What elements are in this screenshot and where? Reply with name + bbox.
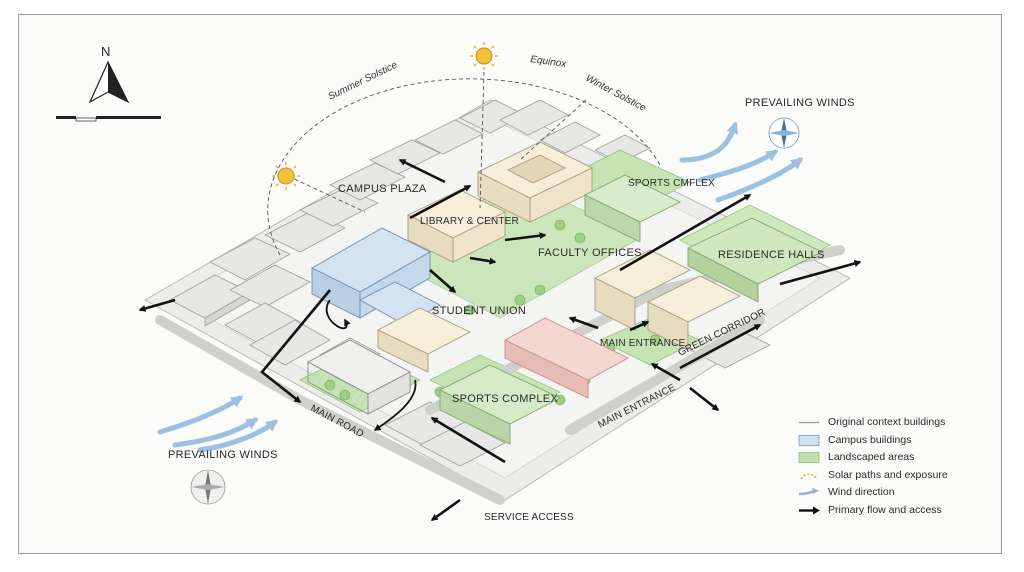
wind-arrows — [157, 121, 804, 453]
label-residence: RESIDENCE HALLS — [718, 249, 825, 261]
main-entrance-building — [504, 317, 629, 399]
residence-halls — [686, 217, 824, 303]
legend-label: Primary flow and access — [828, 503, 942, 516]
legend-label: Landscaped areas — [828, 451, 915, 463]
sun-summer-icon — [271, 161, 301, 191]
legend-item-context: Original context buildings — [794, 414, 984, 432]
primary-flow-arrows — [138, 158, 862, 522]
label-faculty: FACULTY OFFICES — [538, 247, 642, 259]
legend: Original context buildings Campus buildi… — [794, 414, 984, 519]
label-student-union: STUDENT UNION — [432, 305, 526, 317]
legend-item-solar: Solar paths and exposure — [794, 467, 984, 485]
scale-bar — [56, 116, 161, 122]
faculty-blocks — [594, 249, 742, 351]
sun-equinox-icon — [469, 41, 499, 71]
wind-rose-top-icon — [768, 117, 800, 149]
flow-curve-b — [373, 379, 417, 431]
wind-label-top: PREVAILING WINDS — [745, 97, 855, 109]
legend-item-campus: Campus buildings — [794, 432, 984, 450]
sports-complex-north — [583, 174, 682, 243]
solar-dash-icon — [800, 472, 818, 480]
winter-solstice-label: Winter Solstice — [584, 73, 648, 114]
blue-swatch-icon — [798, 434, 820, 446]
legend-item-flow: Primary flow and access — [794, 502, 984, 520]
label-main-entrance-bldg: MAIN ENTRANCE — [600, 338, 686, 349]
legend-item-wind: Wind direction — [794, 484, 984, 502]
label-sports-north: SPORTS CMFLEX — [628, 178, 715, 189]
sports-complex-south — [438, 364, 562, 445]
label-campus-plaza: CAMPUS PLAZA — [338, 183, 427, 195]
green-swatch-icon — [798, 452, 820, 463]
flow-curve-a — [325, 299, 351, 330]
label-library: LIBRARY & CENTER — [420, 216, 519, 227]
wind-arrow-icon — [798, 488, 819, 496]
north-arrow-icon — [88, 60, 130, 104]
north-label: N — [101, 44, 110, 59]
legend-label: Wind direction — [828, 486, 895, 498]
summer-solstice-label: Summer Solstice — [326, 59, 399, 102]
wind-label-bottom: PREVAILING WINDS — [168, 449, 278, 461]
legend-item-landscape: Landscaped areas — [794, 449, 984, 467]
campus-buildings-blue — [311, 227, 441, 326]
label-service-access: SERVICE ACCESS — [484, 512, 574, 523]
equinox-label: Equinox — [530, 54, 568, 70]
legend-label: Campus buildings — [828, 433, 912, 446]
black-arrow-icon — [799, 506, 820, 514]
wind-rose-bottom-icon — [190, 469, 226, 505]
thin-line-icon — [799, 421, 819, 424]
legend-label: Original context buildings — [828, 416, 946, 428]
north-building — [476, 141, 594, 223]
sun-path — [267, 71, 661, 256]
legend-label: Solar paths and exposure — [828, 468, 948, 481]
library-building — [406, 189, 507, 263]
label-sports-south: SPORTS COMPLEX — [452, 393, 558, 405]
parking-garage — [307, 339, 411, 415]
student-union-building — [376, 307, 472, 373]
